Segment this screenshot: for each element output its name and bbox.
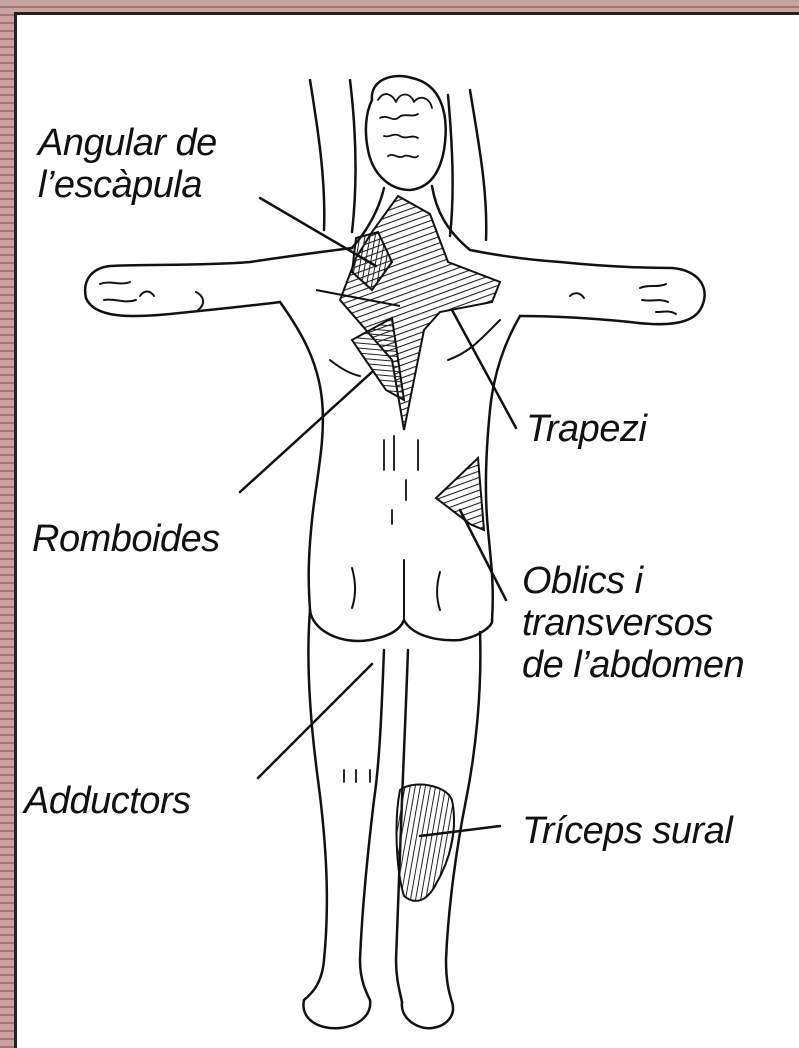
left-hand-lines	[100, 282, 203, 310]
raised-arm-left-outline-2	[350, 80, 356, 232]
label-trapezi: Trapezi	[526, 408, 646, 450]
raised-arm-left-outline	[310, 80, 324, 230]
label-angular-escapula: Angular de l’escàpula	[38, 122, 217, 206]
raised-arm-right-outline-2	[448, 95, 453, 236]
right-arm-top	[470, 250, 705, 310]
label-adductors: Adductors	[24, 780, 191, 822]
label-angular-line-1: Angular de	[38, 122, 217, 164]
label-oblics: Oblics i transversos de l’abdomen	[522, 560, 744, 686]
left-arm-top	[85, 248, 352, 298]
label-trapezi-text: Trapezi	[526, 408, 646, 450]
head-outline	[366, 76, 446, 190]
triceps-surae-muscle	[397, 785, 455, 901]
scapula-left-line	[330, 360, 360, 376]
leader-romboides	[240, 372, 372, 492]
left-leg-inner	[360, 650, 384, 1000]
right-foot	[402, 1002, 453, 1028]
oblique-muscle	[436, 458, 484, 530]
label-romboides-text: Romboides	[32, 518, 220, 560]
right-hand-lines	[570, 284, 676, 314]
label-adductors-text: Adductors	[24, 780, 191, 822]
raised-arm-right-outline	[470, 90, 486, 240]
label-triceps-sural: Tríceps sural	[522, 810, 732, 852]
left-leg-outer	[304, 610, 327, 1000]
hair-scribble	[378, 94, 432, 157]
label-oblics-line-1: Oblics i	[522, 560, 744, 602]
buttocks-outline	[310, 610, 492, 641]
label-triceps-text: Tríceps sural	[522, 810, 732, 852]
torso-right	[486, 316, 520, 620]
leader-angular	[260, 198, 376, 266]
label-romboides: Romboides	[32, 518, 220, 560]
torso-left	[280, 302, 323, 610]
leader-trapezi	[452, 310, 516, 428]
scapula-right-line	[448, 320, 500, 360]
spine-lines	[384, 436, 418, 524]
label-angular-line-2: l’escàpula	[38, 164, 217, 206]
knee-marks	[344, 770, 370, 782]
label-oblics-line-2: transversos	[522, 602, 744, 644]
label-oblics-line-3: de l’abdomen	[522, 644, 744, 686]
hip-marks	[352, 568, 440, 610]
left-foot	[303, 1000, 370, 1028]
